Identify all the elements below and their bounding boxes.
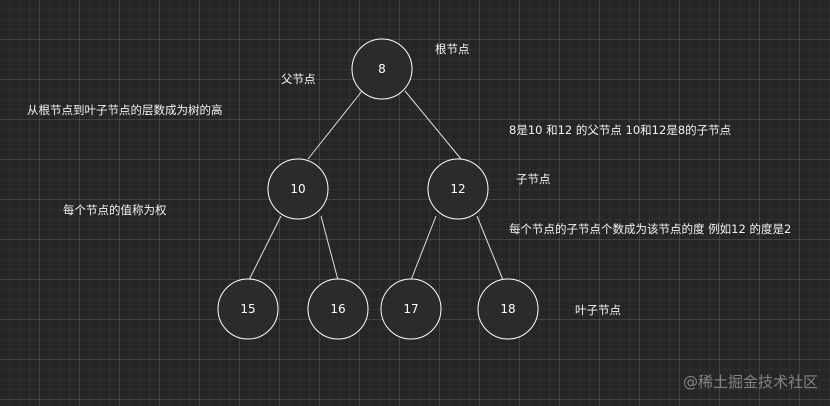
- node-label: 17: [403, 302, 418, 316]
- tree-nodes: 8 10 12 15 16 17: [217, 38, 539, 340]
- node-label: 18: [500, 302, 515, 316]
- node-label: 16: [330, 302, 345, 316]
- annotation-root: 根节点: [435, 42, 470, 56]
- node-label: 12: [450, 182, 465, 196]
- edge-8-10: [307, 90, 363, 160]
- annotation-degree: 每个节点的子节点个数成为该节点的度 例如12 的度是2: [509, 222, 792, 236]
- node-circle: [477, 278, 539, 340]
- tree-node-8: 8: [351, 38, 413, 100]
- tree-node-16: 16: [307, 278, 369, 340]
- node-circle: [267, 158, 329, 220]
- tree-node-17: 17: [380, 278, 442, 340]
- node-circle: [217, 278, 279, 340]
- annotation-parent: 父节点: [281, 72, 316, 86]
- edge-10-15: [248, 215, 282, 281]
- edge-12-18: [476, 215, 504, 281]
- edge-10-16: [320, 215, 339, 281]
- node-circle: [380, 278, 442, 340]
- tree-node-12: 12: [427, 158, 489, 220]
- annotation-tree-height: 从根节点到叶子节点的层数成为树的高: [27, 103, 223, 117]
- watermark: @稀土掘金技术社区: [682, 373, 818, 391]
- tree-edges: [248, 90, 504, 281]
- annotation-leaf: 叶子节点: [575, 303, 621, 317]
- annotation-weight: 每个节点的值称为权: [63, 203, 167, 217]
- node-label: 8: [378, 62, 386, 76]
- tree-node-15: 15: [217, 278, 279, 340]
- node-circle: [351, 38, 413, 100]
- edge-12-17: [410, 215, 437, 281]
- edge-8-12: [404, 90, 462, 160]
- tree-node-10: 10: [267, 158, 329, 220]
- tree-node-18: 18: [477, 278, 539, 340]
- node-circle: [307, 278, 369, 340]
- annotation-parent-child-relation: 8是10 和12 的父节点 10和12是8的子节点: [509, 123, 732, 137]
- annotation-child: 子节点: [516, 172, 551, 186]
- node-label: 10: [290, 182, 305, 196]
- node-label: 15: [240, 302, 255, 316]
- node-circle: [427, 158, 489, 220]
